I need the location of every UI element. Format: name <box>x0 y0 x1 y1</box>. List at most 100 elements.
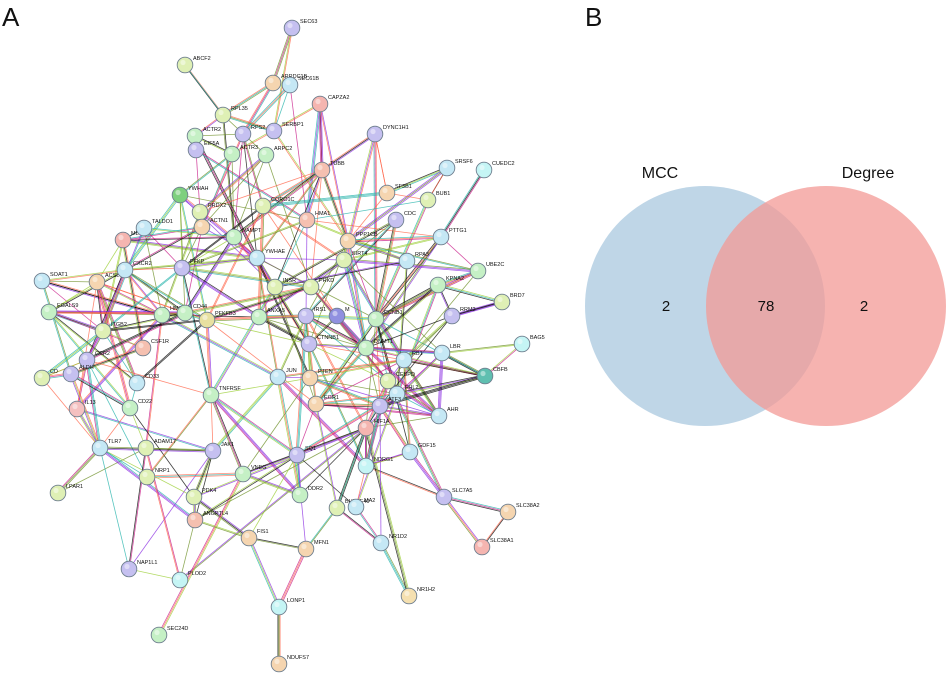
network-edge <box>49 310 104 331</box>
network-edge <box>259 315 310 344</box>
network-node-highlight <box>82 354 88 361</box>
network-node-highlight <box>229 231 235 238</box>
network-edge <box>441 343 522 353</box>
network-edge <box>242 427 366 474</box>
network-node-highlight <box>437 347 443 354</box>
network-edge <box>249 537 307 549</box>
network-edge <box>86 359 101 449</box>
network-node: ABCF2 <box>176 56 211 74</box>
network-edge <box>147 395 212 478</box>
venn-count-mcc-only: 2 <box>662 298 670 315</box>
network-edge <box>210 394 298 456</box>
network-edge <box>442 344 523 354</box>
network-node-highlight <box>361 460 367 467</box>
network-node-highlight <box>371 313 377 320</box>
network-node-highlight <box>382 187 388 194</box>
network-node-highlight <box>404 590 410 597</box>
network-node-circle <box>173 259 191 277</box>
network-edge <box>129 448 147 570</box>
network-node-highlight <box>154 629 160 636</box>
network-node-circle <box>298 211 316 229</box>
network-node: RB1 <box>395 351 423 369</box>
network-edge <box>103 268 183 332</box>
network-node-label: LPAR1 <box>66 484 83 490</box>
network-edge <box>374 319 439 417</box>
network-edge <box>87 359 102 448</box>
network-node-highlight <box>268 77 274 84</box>
network-node-highlight <box>254 311 260 318</box>
network-edge <box>276 377 300 496</box>
network-node-label: ARRDC1B <box>281 74 308 80</box>
network-edge <box>241 83 290 134</box>
network-edge <box>387 315 453 382</box>
network-node-label: KPNA2 <box>446 276 464 282</box>
network-edge <box>85 360 100 449</box>
network-edge <box>276 377 366 468</box>
network-edge <box>209 395 243 475</box>
network-node: KPNA2 <box>429 276 464 294</box>
network-node-highlight <box>175 189 181 196</box>
network-node-highlight <box>287 22 293 29</box>
network-node-highlight <box>180 307 186 314</box>
network-edge <box>443 497 508 514</box>
network-edge <box>181 257 257 268</box>
network-node-label: SRSF6 <box>455 159 473 165</box>
network-node-label: PTTG1 <box>449 228 467 234</box>
network-node-label: EIF5A <box>204 141 220 147</box>
network-edge <box>305 507 337 549</box>
network-node-highlight <box>402 255 408 262</box>
network-node-label: PTEN <box>318 369 333 375</box>
network-edge <box>212 376 279 452</box>
network-edge <box>199 154 267 213</box>
network-node-circle <box>438 159 456 177</box>
network-node-circle <box>186 511 204 529</box>
network-node: CD22 <box>121 399 152 417</box>
network-edge <box>211 287 277 396</box>
network-edge <box>97 281 132 408</box>
network-edge <box>366 346 440 416</box>
network-node: MFN1 <box>297 540 329 558</box>
network-edge <box>182 266 260 317</box>
network-node-circle <box>176 56 194 74</box>
network-edge <box>258 316 367 349</box>
network-node-circle <box>223 145 241 163</box>
network-edge <box>322 134 376 172</box>
network-node: TLR7 <box>91 439 121 457</box>
network-edge <box>257 170 323 259</box>
network-node-highlight <box>208 445 214 452</box>
network-node-highlight <box>190 130 196 137</box>
network-node-label: INSR <box>283 278 296 284</box>
network-edge <box>344 259 406 360</box>
network-edges <box>41 27 523 664</box>
network-node-circle <box>475 161 493 179</box>
network-edge <box>277 548 306 607</box>
network-edge <box>211 393 298 455</box>
network-edge <box>356 394 398 508</box>
network-edge <box>97 281 139 383</box>
network-edge <box>123 227 203 241</box>
venn-diagram: MCC Degree 2 78 2 <box>585 165 946 426</box>
network-edge <box>309 377 398 395</box>
network-node-label: RPA3 <box>415 252 429 258</box>
network-node-highlight <box>439 491 445 498</box>
network-edge <box>441 170 486 238</box>
network-node-highlight <box>124 563 130 570</box>
network-node-circle <box>367 310 385 328</box>
network-node-circle <box>443 307 461 325</box>
network-node: BRD7 <box>493 293 525 311</box>
network-node-label: ABCF2 <box>193 56 211 62</box>
network-node-highlight <box>138 342 144 349</box>
network-edge <box>233 168 322 237</box>
network-node-circle <box>40 303 58 321</box>
network-node-circle <box>400 587 418 605</box>
network-edge <box>70 346 143 374</box>
network-edge <box>181 219 307 268</box>
network-edge <box>318 103 322 171</box>
network-node-highlight <box>392 388 398 395</box>
network-node: CBFB <box>476 367 508 385</box>
network-node-circle <box>193 218 211 236</box>
network-edge <box>375 284 439 320</box>
network-edge <box>347 166 447 241</box>
network-edge <box>272 27 293 84</box>
network-edge <box>222 115 274 133</box>
